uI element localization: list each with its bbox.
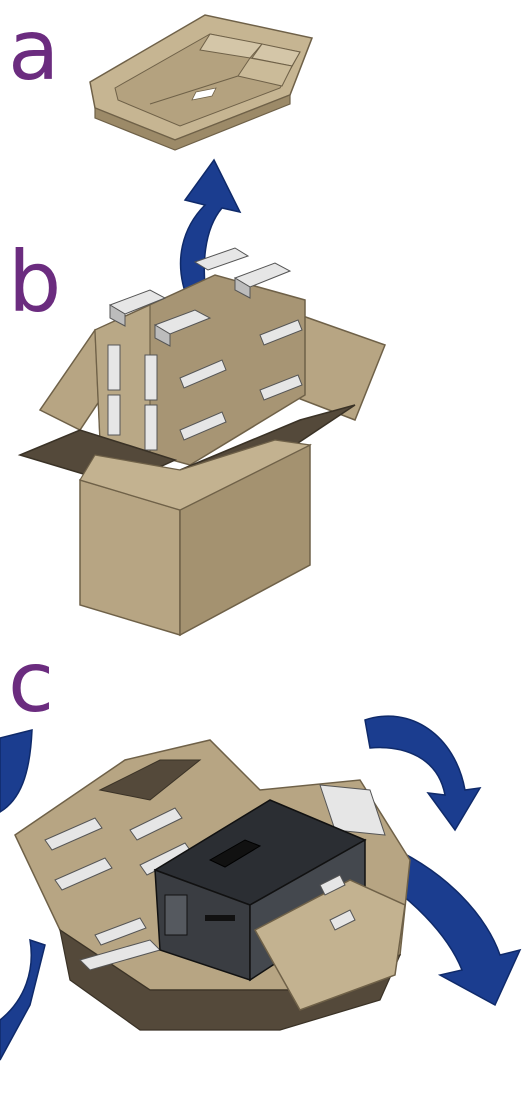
- step-label-c: c: [8, 633, 55, 731]
- up-arrow-icon: [179, 158, 242, 306]
- opened-insert: [14, 739, 411, 1031]
- step-label-b: b: [8, 233, 62, 331]
- top-foam-tray: [89, 14, 314, 151]
- shipping-box: [17, 247, 386, 637]
- step-label-a: a: [8, 1, 60, 99]
